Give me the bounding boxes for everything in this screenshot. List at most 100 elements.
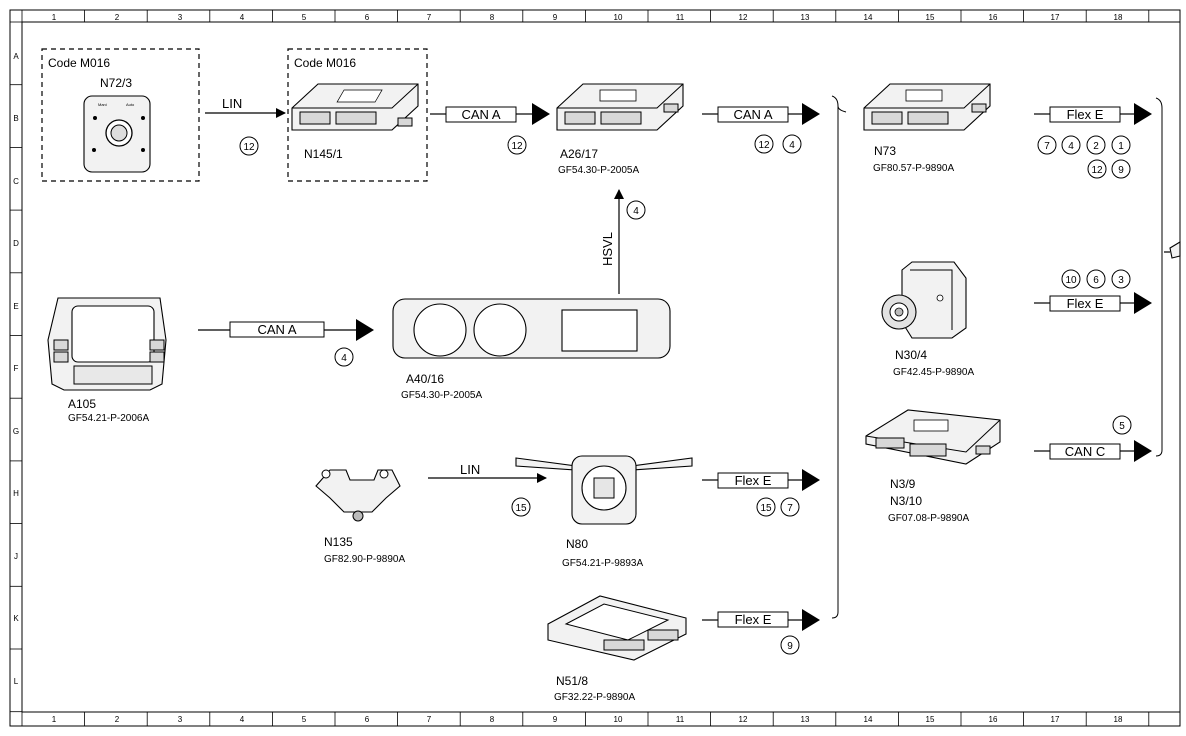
ref-circle: 12 (239, 136, 259, 156)
ruler-col-5: 5 (302, 13, 307, 22)
ruler-col-12: 12 (739, 13, 748, 22)
lin-link-n72-to-n145: LIN 12 (205, 96, 286, 156)
control-unit-icon (291, 83, 419, 131)
ruler-row-j: J (14, 552, 18, 561)
ruler-row-f: F (14, 364, 19, 373)
ref-circle: 9 (780, 635, 800, 655)
component-id-n145-1: N145/1 (304, 147, 343, 161)
bus-label: CAN C (1065, 444, 1105, 459)
component-n135: N135 GF82.90-P-9890A (315, 469, 405, 565)
column-ruler-top: 1 2 3 4 5 6 7 8 9 10 11 12 13 14 15 16 1… (52, 13, 1123, 22)
bus-label: CAN A (461, 107, 500, 122)
ruler-col-11: 11 (676, 13, 685, 22)
ref-circle: 10 (1061, 269, 1081, 289)
bus-label: Flex E (1067, 107, 1104, 122)
ruler-row-a: A (13, 52, 19, 61)
svg-text:4: 4 (789, 140, 795, 151)
component-ref: GF54.21-P-2006A (68, 413, 149, 424)
bus-flex-e-n30-4: Flex E 10 6 3 (1034, 269, 1152, 314)
ref-circle: 12 (1087, 159, 1107, 179)
component-id: A26/17 (560, 147, 598, 161)
ruler-col-10: 10 (614, 715, 623, 724)
bus-flex-e-n80: Flex E 15 7 (702, 469, 820, 517)
ref-circle: 7 (1037, 135, 1057, 155)
component-id: N3/9 (890, 477, 916, 491)
component-id-2: N3/10 (890, 494, 922, 508)
hsvl-link-a40-to-a26: HSVL 4 (600, 189, 646, 294)
component-id: N30/4 (895, 348, 927, 362)
component-id-n72-3: N72/3 (100, 76, 132, 90)
ruler-col-4: 4 (240, 715, 245, 724)
component-ref: GF07.08-P-9890A (888, 513, 969, 524)
row-ruler-left: A B C D E F G H J K L (13, 52, 19, 686)
ref-circle: 15 (756, 497, 776, 517)
component-a26-17: A26/17 GF54.30-P-2005A (556, 83, 684, 176)
bus-label: Flex E (1067, 296, 1104, 311)
bus-flex-e-n51-8: Flex E 9 (702, 609, 820, 655)
component-n3-9: N3/9 N3/10 GF07.08-P-9890A (865, 409, 1001, 524)
component-id: N73 (874, 144, 896, 158)
ref-circle: 4 (626, 200, 646, 220)
component-id: N51/8 (556, 674, 588, 688)
option-code-label: Code M016 (48, 56, 110, 70)
ref-circle: 6 (1086, 269, 1106, 289)
bus-can-a-a105-to-a40: CAN A 4 (198, 319, 374, 367)
component-ref: GF54.30-P-2005A (558, 165, 639, 176)
bus-can-c-n3-9: CAN C 5 (1034, 415, 1152, 462)
ruler-row-e: E (13, 302, 18, 311)
ruler-col-3: 3 (178, 715, 183, 724)
component-ref: GF80.57-P-9890A (873, 163, 954, 174)
ruler-col-15: 15 (926, 715, 935, 724)
ref-circle: 4 (334, 347, 354, 367)
ruler-col-16: 16 (989, 13, 998, 22)
ruler-row-l: L (14, 677, 19, 686)
ruler-col-3: 3 (178, 13, 183, 22)
component-id: N135 (324, 535, 353, 549)
component-id: N80 (566, 537, 588, 551)
ruler-col-10: 10 (614, 13, 623, 22)
cropped-component-fragment (1164, 241, 1181, 259)
ruler-row-c: C (13, 177, 19, 186)
link-label: LIN (222, 96, 242, 111)
bus-label: CAN A (733, 107, 772, 122)
ref-circle: 1 (1111, 135, 1131, 155)
component-ref: GF32.22-P-9890A (554, 692, 635, 703)
ruler-row-b: B (13, 114, 18, 123)
ruler-col-1: 1 (52, 13, 57, 22)
svg-text:9: 9 (1118, 165, 1124, 176)
ruler-col-1: 1 (52, 715, 57, 724)
component-n30-4: N30/4 GF42.45-P-9890A (881, 261, 974, 378)
ruler-row-h: H (13, 489, 19, 498)
ref-circle: 2 (1086, 135, 1106, 155)
svg-text:10: 10 (1065, 275, 1077, 286)
component-id: A105 (68, 397, 96, 411)
ref-circle: 9 (1111, 159, 1131, 179)
ref-circle: 4 (782, 134, 802, 154)
svg-text:4: 4 (633, 206, 639, 217)
ref-circle: 3 (1111, 269, 1131, 289)
overhead-control-panel-icon: Mani Auto (83, 95, 151, 173)
ruler-col-14: 14 (864, 13, 873, 22)
svg-text:5: 5 (1119, 421, 1125, 432)
ruler-col-16: 16 (989, 715, 998, 724)
component-a105: A105 GF54.21-P-2006A (47, 297, 167, 424)
ruler-col-11: 11 (676, 715, 685, 724)
svg-text:15: 15 (760, 503, 772, 514)
group-bracket-middle (831, 95, 847, 619)
svg-text:4: 4 (341, 353, 347, 364)
ruler-col-8: 8 (490, 715, 495, 724)
component-ref: GF54.30-P-2005A (401, 390, 482, 401)
bus-flex-e-n73: Flex E 7 4 2 1 12 9 (1034, 103, 1152, 179)
component-a40-16: A40/16 GF54.30-P-2005A (392, 298, 671, 401)
svg-text:7: 7 (787, 503, 793, 514)
ruler-col-18: 18 (1114, 715, 1123, 724)
ruler-col-6: 6 (365, 715, 370, 724)
option-box-m016-n145-1: Code M016 N145/1 (287, 48, 428, 182)
svg-text:2: 2 (1093, 141, 1099, 152)
ref-circle: 12 (507, 135, 527, 155)
svg-text:4: 4 (1068, 141, 1074, 152)
option-code-label: Code M016 (294, 56, 356, 70)
component-n73: N73 GF80.57-P-9890A (863, 83, 991, 174)
ruler-col-9: 9 (553, 715, 558, 724)
component-id: A40/16 (406, 372, 444, 386)
